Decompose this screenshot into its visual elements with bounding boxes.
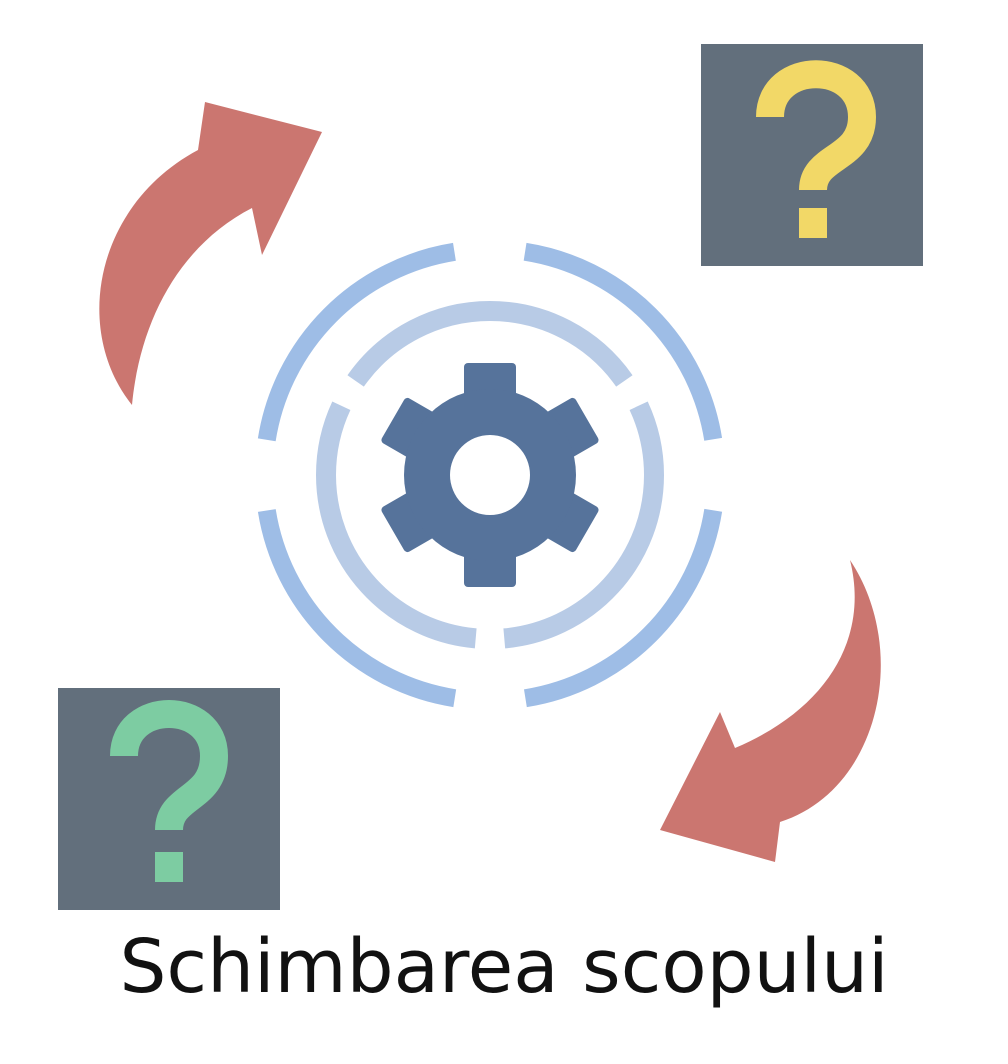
question-mark-icon — [756, 60, 877, 238]
curved-arrow-up-right-icon — [99, 102, 322, 405]
curved-arrow-down-left-icon — [660, 560, 881, 862]
question-box-top — [701, 44, 923, 266]
gear-ring-graphic — [255, 240, 725, 710]
inner-ring — [316, 301, 664, 649]
question-box-bottom — [58, 688, 280, 910]
gear-icon — [381, 363, 599, 587]
caption-title: Schimbarea scopului — [119, 924, 889, 1010]
question-mark-icon — [110, 700, 229, 882]
